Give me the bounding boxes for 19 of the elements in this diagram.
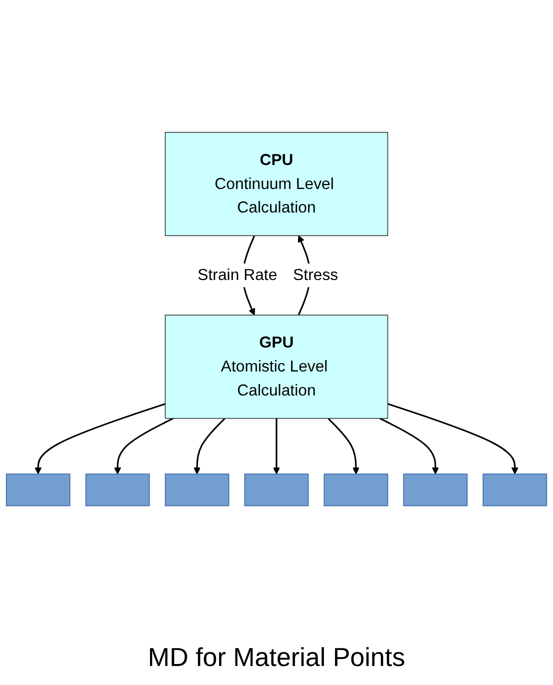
node-box: CPU Continuum Level Calculation xyxy=(164,132,388,236)
node-box: GPU Atomistic Level Calculation xyxy=(164,314,388,419)
arrow xyxy=(114,418,174,474)
arrow xyxy=(34,402,166,474)
arrow xyxy=(387,402,518,474)
node-box xyxy=(164,474,230,506)
edge-label: Stress xyxy=(293,266,338,284)
node-box xyxy=(324,474,388,506)
node-box xyxy=(6,474,70,506)
arrow xyxy=(328,418,360,474)
caption-label: MD for Material Points xyxy=(148,642,406,673)
node-box xyxy=(244,474,309,506)
arrow xyxy=(379,418,439,474)
node-box xyxy=(403,474,468,506)
edge-label: Strain Rate xyxy=(198,266,278,284)
node-box xyxy=(482,474,548,506)
arrow xyxy=(273,418,280,474)
arrow xyxy=(194,418,226,474)
node-box xyxy=(85,474,150,506)
